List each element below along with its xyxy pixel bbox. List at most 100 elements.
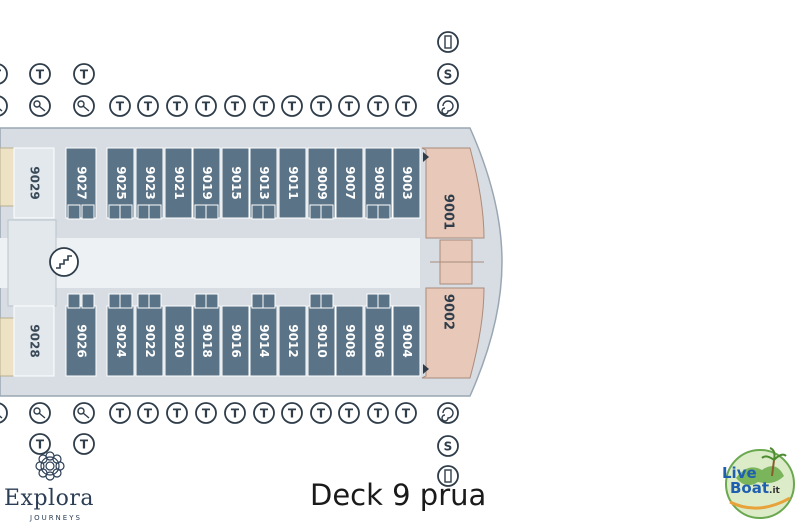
svg-text:T: T [402, 100, 411, 114]
cabin-9005: 9005 [364, 147, 393, 220]
cabin-9023: 9023 [135, 147, 164, 220]
svg-text:T: T [231, 100, 240, 114]
svg-text:T: T [80, 68, 89, 82]
svg-text:T: T [374, 100, 383, 114]
cabin-number: 9023 [143, 166, 157, 199]
toilet-icon: T [109, 95, 131, 117]
cabin-9013: 9013 [249, 147, 278, 220]
svg-text:T: T [36, 438, 45, 452]
cabin-number: 9028 [28, 324, 42, 357]
svg-text:S: S [444, 68, 453, 82]
cabin-number: 9013 [257, 166, 271, 199]
cabin-9028: 9028 [13, 305, 55, 377]
toilet-icon: T [29, 433, 51, 455]
toilet-icon: T [109, 402, 131, 424]
cabin-number: 9003 [400, 166, 414, 199]
palm-tree-icon [761, 447, 787, 477]
svg-text:T: T [374, 407, 383, 421]
svg-text:T: T [202, 407, 211, 421]
cabin-9010: 9010 [307, 293, 336, 377]
cabin-9011: 9011 [278, 147, 307, 219]
stairs-icon [437, 31, 459, 53]
cabin-number: 9012 [286, 324, 300, 357]
toilet-icon: T [395, 95, 417, 117]
stairs-letter-icon: S [437, 63, 459, 85]
svg-text:T: T [116, 407, 125, 421]
svg-text:T: T [0, 68, 2, 82]
toilet-icon: T [338, 402, 360, 424]
cabin-9020: 9020 [164, 305, 193, 377]
svg-text:T: T [144, 100, 153, 114]
lounge-area-top [0, 147, 15, 207]
elevator-icon [29, 95, 51, 117]
toilet-icon: T [73, 433, 95, 455]
cabin-9026: 9026 [65, 293, 97, 377]
svg-text:S: S [444, 440, 453, 454]
liveboat-line2: Boat [730, 479, 770, 497]
toilet-icon: T [73, 63, 95, 85]
toilet-icon: T [137, 402, 159, 424]
explora-brand-subtitle: JOURNEYS [30, 514, 82, 522]
cabin-number: 9007 [343, 166, 357, 199]
toilet-icon: T [281, 402, 303, 424]
svg-text:T: T [345, 407, 354, 421]
cabin-9008: 9008 [335, 305, 364, 377]
svg-text:T: T [173, 407, 182, 421]
cabin-9006: 9006 [364, 293, 393, 377]
cabin-9004: 9004 [392, 305, 421, 377]
svg-text:T: T [317, 407, 326, 421]
deck-caption: Deck 9 prua [310, 478, 487, 512]
toilet-icon: T [253, 402, 275, 424]
elevator-icon [29, 402, 51, 424]
svg-text:T: T [260, 407, 269, 421]
liveboat-text: Live Boat.it [722, 466, 780, 499]
elevator-icon [73, 95, 95, 117]
elevator-icon [0, 402, 8, 424]
cabin-9003: 9003 [392, 147, 421, 219]
toilet-icon: T [224, 95, 246, 117]
svg-text:T: T [288, 407, 297, 421]
stairs-icon [437, 465, 459, 487]
svg-text:T: T [260, 100, 269, 114]
toilet-icon: T [166, 95, 188, 117]
cabin-number: 9029 [28, 166, 42, 199]
toilet-icon: T [367, 402, 389, 424]
cabin-number: 9025 [114, 166, 128, 199]
svg-text:T: T [116, 100, 125, 114]
toilet-icon: T [338, 95, 360, 117]
cabin-9025: 9025 [106, 147, 135, 220]
cabin-number: 9026 [75, 324, 89, 357]
liveboat-line1: Live [722, 464, 757, 482]
toilet-icon: T [253, 95, 275, 117]
stairs-letter-icon: S [437, 435, 459, 457]
toilet-icon: T [367, 95, 389, 117]
cabin-number: 9005 [372, 166, 386, 199]
cabin-number: 9018 [200, 324, 214, 357]
svg-text:T: T [288, 100, 297, 114]
cabin-9007: 9007 [335, 147, 364, 219]
elevator-icon [73, 402, 95, 424]
cabin-9022: 9022 [135, 293, 164, 377]
svg-text:T: T [402, 407, 411, 421]
explora-mandala-icon [35, 451, 65, 481]
toilet-icon: T [281, 95, 303, 117]
toilet-icon: T [310, 95, 332, 117]
cabin-number: 9014 [257, 324, 271, 357]
cabin-9024: 9024 [106, 293, 135, 377]
liveboat-suffix: .it [769, 486, 780, 496]
toilet-icon: T [166, 402, 188, 424]
svg-text:T: T [317, 100, 326, 114]
cabin-number: 9024 [114, 324, 128, 357]
suite-9001 [421, 147, 485, 239]
cabin-number: 9008 [343, 324, 357, 357]
svg-text:T: T [231, 407, 240, 421]
cabin-number: 9020 [172, 324, 186, 357]
toilet-icon: T [195, 402, 217, 424]
spa-swirl-icon [437, 402, 459, 424]
svg-text:T: T [202, 100, 211, 114]
cabin-number: 9022 [143, 324, 157, 357]
toilet-icon: T [224, 402, 246, 424]
cabin-9018: 9018 [192, 293, 221, 377]
cabin-number: 9004 [400, 324, 414, 357]
